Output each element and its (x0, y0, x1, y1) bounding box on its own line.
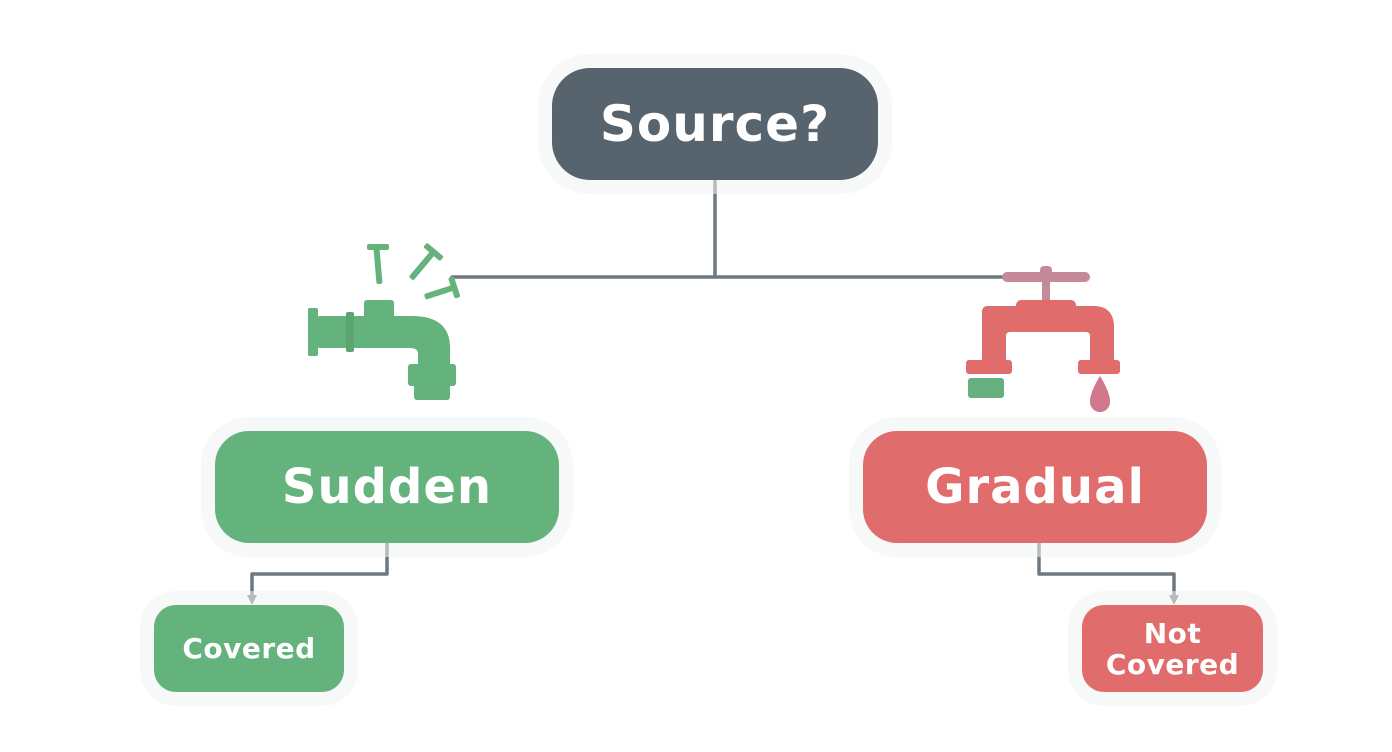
sudden-to-covered-connector (247, 541, 389, 605)
burst-pipe-icon (308, 243, 460, 400)
covered-node: Covered (154, 605, 344, 692)
gradual-to-not-covered-connector (1037, 541, 1179, 605)
sudden-node: Sudden (215, 431, 559, 543)
question-node: Source? (552, 68, 878, 180)
dripping-faucet-icon (966, 266, 1120, 412)
flying-bolt-icon (424, 276, 460, 300)
not-covered-node: Not Covered (1082, 605, 1263, 692)
flying-bolt-icon (409, 243, 444, 280)
flying-bolt-icon (367, 244, 389, 285)
gradual-node: Gradual (863, 431, 1207, 543)
